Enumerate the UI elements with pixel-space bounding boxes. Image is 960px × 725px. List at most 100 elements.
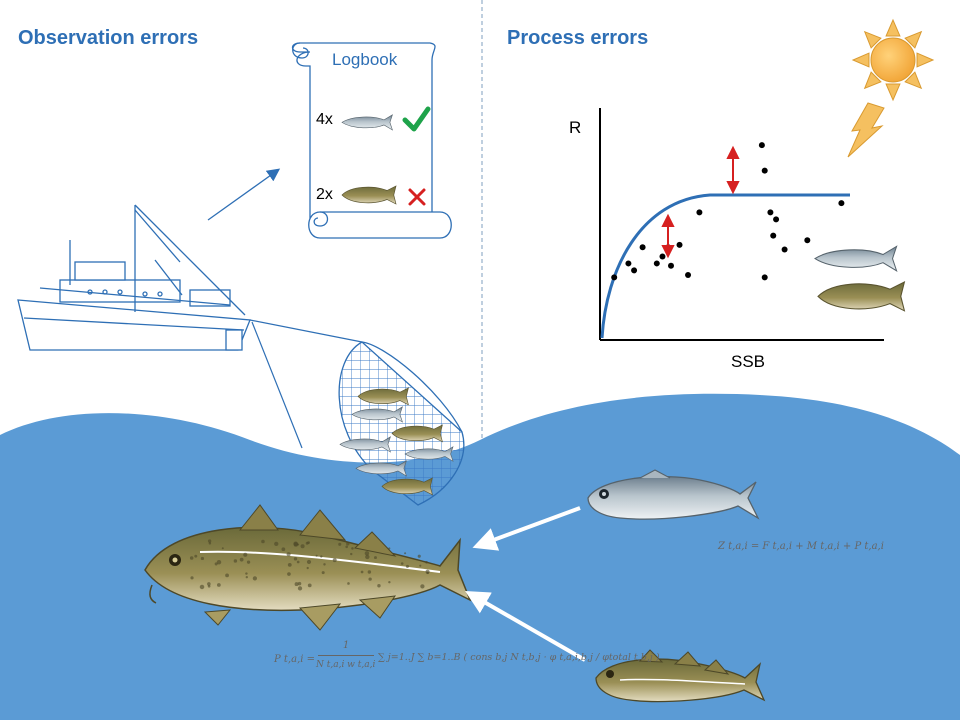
predator-cod bbox=[144, 504, 472, 631]
data-point bbox=[625, 260, 632, 267]
cod-spot bbox=[252, 576, 258, 581]
legend-herring-icon bbox=[814, 245, 898, 272]
cod-spot bbox=[323, 563, 326, 566]
trawl-line-top bbox=[249, 319, 363, 343]
predation-fraction-bar bbox=[318, 655, 374, 656]
cod-spot bbox=[261, 539, 265, 544]
logbook-cod-icon bbox=[341, 185, 397, 205]
sun-ray bbox=[904, 71, 923, 90]
data-point bbox=[758, 142, 765, 149]
sun-icon bbox=[851, 18, 935, 102]
cod-spot bbox=[400, 562, 404, 565]
cod-spot bbox=[350, 552, 353, 556]
cod-spot bbox=[297, 586, 303, 591]
cod-spot bbox=[345, 545, 348, 549]
cod-spot bbox=[293, 541, 298, 547]
data-point bbox=[838, 200, 845, 207]
cod-spot bbox=[364, 551, 370, 556]
data-point bbox=[773, 216, 780, 223]
data-point bbox=[781, 246, 788, 253]
data-point bbox=[770, 232, 777, 239]
data-point bbox=[611, 274, 618, 281]
cod-spot bbox=[367, 570, 372, 574]
cod-spot bbox=[388, 580, 391, 584]
sun-ray bbox=[863, 71, 882, 90]
data-point bbox=[696, 209, 703, 216]
cod-spot bbox=[300, 544, 305, 549]
cod-spot bbox=[294, 582, 299, 587]
cross-icon bbox=[408, 188, 426, 206]
cod-spot bbox=[221, 547, 224, 550]
cod-spot bbox=[417, 554, 421, 558]
cod-spot bbox=[233, 559, 238, 563]
x-axis-label: SSB bbox=[731, 352, 766, 371]
logbook-herring-count: 4x bbox=[316, 111, 333, 128]
process-errors-heading: Process errors bbox=[507, 27, 649, 49]
process-error-arrow-1 bbox=[726, 145, 740, 195]
cod-spot bbox=[296, 560, 300, 564]
cod-spot bbox=[360, 570, 364, 574]
cod-spot bbox=[374, 556, 377, 560]
predation-formula-lhs: P t,a,i = bbox=[274, 654, 316, 665]
cod-spot bbox=[281, 547, 286, 552]
cod-spot bbox=[208, 542, 212, 545]
y-axis-label: R bbox=[569, 118, 582, 137]
cod-spot bbox=[426, 571, 429, 575]
cod-spot bbox=[377, 584, 381, 588]
cod-spot bbox=[306, 566, 309, 570]
cod-spot bbox=[351, 547, 354, 550]
cod-spot bbox=[332, 558, 337, 563]
cod-spot bbox=[207, 539, 212, 543]
stock-recruitment-chart bbox=[599, 108, 884, 341]
cod-spot bbox=[338, 542, 342, 546]
total-mortality-formula: Z t,a,i = F t,a,i + M t,a,i + P t,a,i bbox=[718, 541, 884, 552]
predation-formula-numerator: 1 bbox=[342, 640, 350, 651]
cod-spot bbox=[293, 557, 298, 561]
lightning-icon bbox=[847, 102, 885, 158]
recruitment-curve bbox=[600, 193, 850, 339]
cod-spot bbox=[320, 555, 323, 558]
process-error-arrow-2 bbox=[661, 213, 675, 259]
cod-spot bbox=[307, 583, 312, 588]
cod-spot bbox=[274, 541, 279, 547]
sun-ray bbox=[863, 30, 882, 49]
sun-ray bbox=[904, 30, 923, 49]
sun-ray bbox=[916, 52, 935, 68]
data-point bbox=[639, 244, 646, 251]
cod-spot bbox=[388, 547, 391, 550]
fishing-boat bbox=[17, 204, 251, 351]
trawl-line-bottom bbox=[251, 321, 303, 449]
predation-arrow-herring bbox=[472, 506, 581, 551]
predation-formula-denominator: N t,a,i w t,a,i bbox=[316, 660, 376, 670]
cod-spot bbox=[346, 542, 350, 546]
sun-ray bbox=[851, 52, 870, 68]
net-fish-group bbox=[339, 387, 454, 496]
cod-spot bbox=[194, 554, 198, 558]
cod-spot bbox=[419, 564, 422, 567]
cod-spot bbox=[239, 557, 244, 562]
logbook-title: Logbook bbox=[332, 50, 398, 69]
observation-errors-heading: Observation errors bbox=[18, 27, 199, 49]
cod-spot bbox=[200, 556, 205, 561]
cod-spot bbox=[286, 552, 291, 557]
boat-to-logbook-arrow bbox=[207, 168, 281, 221]
data-point bbox=[685, 272, 692, 279]
cod-spot bbox=[287, 572, 291, 576]
cod-spot bbox=[405, 564, 410, 568]
cod-spot bbox=[216, 559, 222, 565]
cod-spot bbox=[189, 556, 194, 560]
cod-spot bbox=[245, 572, 248, 575]
data-point bbox=[761, 167, 768, 174]
sun-ray bbox=[885, 18, 901, 37]
cod-spot bbox=[347, 582, 350, 585]
cod-spot bbox=[297, 581, 302, 586]
cod-spot bbox=[368, 577, 372, 581]
cod-spot bbox=[214, 562, 218, 566]
data-point bbox=[804, 237, 811, 244]
cod-spot bbox=[287, 562, 292, 567]
cod-spot bbox=[243, 552, 248, 557]
cod-spot bbox=[245, 575, 248, 579]
data-point bbox=[676, 241, 683, 248]
cod-spot bbox=[207, 582, 211, 586]
